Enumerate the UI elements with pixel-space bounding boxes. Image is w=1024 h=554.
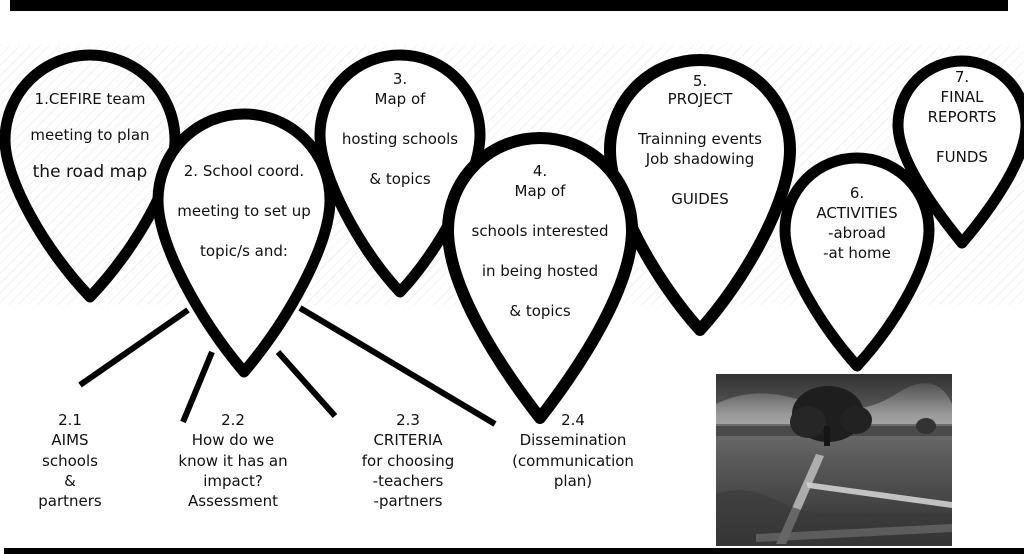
photo-drawing: [716, 374, 952, 546]
sub-2-1-line: partners: [38, 492, 102, 510]
pin-5-line: PROJECT: [667, 90, 733, 108]
sub-2-2-line: impact?: [203, 471, 263, 490]
pin-2-line: meeting to set up: [177, 202, 311, 220]
sub-2-1-line: schools: [42, 451, 98, 470]
sub-2-4-text: 2.4 Dissemination (communication plan): [500, 410, 646, 491]
sub-2-2-line: know it has an: [178, 451, 288, 470]
sub-2-3-line: CRITERIA: [373, 431, 443, 450]
pin-4-line: Map of: [514, 182, 566, 200]
map-pin-4: [442, 132, 638, 424]
sub-2-4-line: 2.4: [561, 411, 585, 429]
pin-4-text: 4. Map of schools interested in being ho…: [452, 164, 628, 319]
sub-2-3-line: 2.3: [396, 411, 420, 429]
pin-5-line: Trainning events: [638, 130, 762, 148]
pin-3-text: 3. Map of hosting schools & topics: [326, 72, 474, 187]
sub-2-2-line: 2.2: [221, 411, 245, 429]
pin-4-line: in being hosted: [481, 262, 599, 280]
pin-7-text: 7. FINAL REPORTS FUNDS: [904, 70, 1020, 165]
sub-2-2-line: How do we: [191, 431, 275, 450]
pin-3-line: & topics: [369, 170, 431, 188]
pin-6-text: 6. ACTIVITIES -abroad -at home: [790, 186, 924, 261]
sub-2-3-text: 2.3 CRITERIA for choosing -teachers -par…: [340, 410, 476, 511]
connector-2-2: [180, 350, 215, 424]
connector-2-3: [275, 350, 338, 418]
sub-2-3-line: -teachers: [372, 471, 444, 490]
pin-4-line: & topics: [509, 302, 571, 320]
pin-6-line: ACTIVITIES: [816, 204, 898, 222]
pin-6-line: 6.: [849, 184, 865, 202]
landscape-photo: [716, 374, 952, 546]
map-pin-7: [892, 55, 1024, 249]
pin-7-line: FUNDS: [936, 148, 988, 166]
pin-4-line: 4.: [532, 162, 548, 180]
pin-2-line: 2. School coord.: [183, 162, 305, 180]
pin-1-line: the road map: [32, 162, 148, 182]
sub-2-2-text: 2.2 How do we know it has an impact? Ass…: [160, 410, 306, 511]
map-pin-6: [779, 152, 935, 372]
pin-6-line: -at home: [823, 244, 891, 262]
pin-2-text: 2. School coord. meeting to set up topic…: [160, 164, 328, 259]
pin-5-line: Job shadowing: [645, 150, 755, 168]
pin-5-line: 5.: [692, 72, 708, 90]
sub-2-4-line: Dissemination: [519, 431, 627, 450]
bottom-border: [4, 548, 1024, 554]
pin-3-line: hosting schools: [341, 130, 459, 148]
sub-2-1-line: &: [64, 471, 76, 490]
sub-2-3-line: for choosing: [361, 451, 455, 470]
pin-5-line: GUIDES: [671, 190, 729, 208]
sub-2-1-line: AIMS: [51, 431, 89, 450]
pin-1-line: 1.CEFIRE team: [34, 90, 146, 108]
pin-3-line: 3.: [392, 70, 408, 88]
pin-3-line: Map of: [374, 90, 426, 108]
sub-2-1-text: 2.1 AIMS schools & partners: [22, 410, 118, 511]
sub-2-2-line: Assessment: [188, 492, 278, 510]
pin-7-line: FINAL: [940, 88, 984, 106]
connector-2-4: [298, 305, 497, 427]
pin-1-line: meeting to plan: [30, 126, 150, 144]
sub-2-3-line: -partners: [373, 492, 443, 510]
top-border: [10, 0, 1008, 11]
pin-6-line: -abroad: [828, 224, 886, 242]
sub-2-4-line: (communication: [512, 451, 634, 470]
pin-2-line: topic/s and:: [200, 242, 288, 260]
sub-2-4-line: plan): [553, 471, 593, 490]
sub-2-1-line: 2.1: [58, 411, 82, 429]
pin-4-line: schools interested: [471, 222, 609, 240]
connector-2-1: [78, 307, 190, 388]
pin-7-line: 7.: [954, 68, 970, 86]
pin-1-text: 1.CEFIRE team meeting to plan the road m…: [8, 92, 172, 181]
pin-5-text: 5. PROJECT Trainning events Job shadowin…: [612, 74, 788, 207]
map-pin-2: [152, 108, 336, 378]
pin-7-line: REPORTS: [927, 108, 997, 126]
